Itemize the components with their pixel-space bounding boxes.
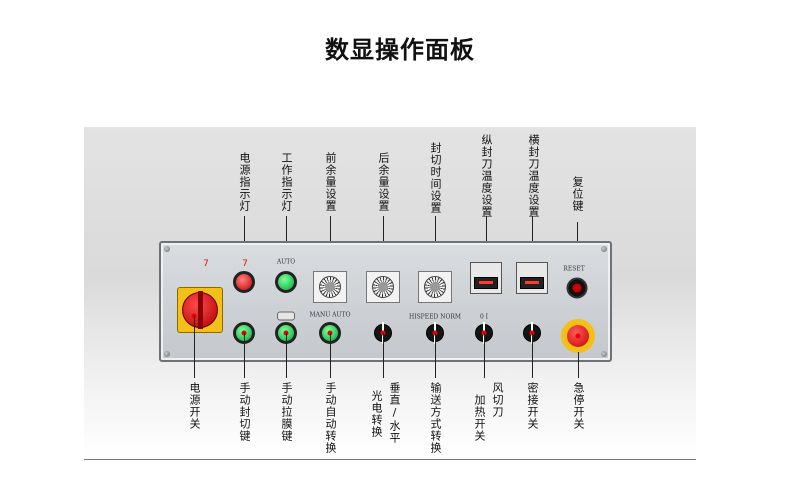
baseline-divider bbox=[84, 459, 696, 460]
panel-screw bbox=[601, 246, 607, 252]
leader-line bbox=[286, 333, 287, 378]
film-symbol bbox=[277, 311, 295, 321]
work-indicator-lamp bbox=[275, 271, 297, 293]
label-heat-switch-a: 加热开关 bbox=[473, 394, 486, 442]
label-conveyor-mode: 输送方式转换 bbox=[429, 382, 442, 454]
label-photo-switch-b: 垂直/水平 bbox=[388, 382, 401, 444]
panel-reset-text: RESET bbox=[563, 265, 585, 273]
panel-screw bbox=[601, 351, 607, 357]
label-heat-switch-b: 风切刀 bbox=[491, 382, 504, 418]
power-main-switch[interactable] bbox=[177, 287, 223, 333]
label-seal-switch: 密接开关 bbox=[526, 382, 539, 430]
label-horizontal-knife-temp: 横封刀温度设置 bbox=[527, 134, 540, 218]
leader-line bbox=[435, 333, 436, 378]
leader-line bbox=[244, 333, 245, 378]
panel-manu-auto-text: MANU AUTO bbox=[309, 311, 351, 319]
label-vertical-knife-temp: 纵封刀温度设置 bbox=[480, 134, 493, 218]
leader-line bbox=[484, 333, 485, 378]
page-title: 数显操作面板 bbox=[325, 36, 475, 64]
label-emergency-stop: 急停开关 bbox=[572, 382, 585, 430]
panel-zero-one-text: 0 I bbox=[479, 313, 489, 321]
power-indicator-lamp bbox=[233, 271, 255, 293]
label-photo-switch-a: 光电转换 bbox=[370, 390, 383, 438]
seal-time-timer[interactable] bbox=[418, 271, 452, 303]
leader-dot bbox=[575, 333, 581, 339]
leader-line bbox=[194, 316, 195, 378]
panel-auto-text: AUTO bbox=[276, 258, 296, 266]
label-manual-film: 手动拉膜键 bbox=[280, 382, 293, 442]
label-rear-margin: 后余量设置 bbox=[377, 152, 390, 212]
label-reset: 复位键 bbox=[571, 176, 584, 212]
leader-line bbox=[330, 333, 331, 378]
label-front-margin: 前余量设置 bbox=[324, 152, 337, 212]
front-margin-timer[interactable] bbox=[313, 271, 347, 303]
panel-mark: 7 bbox=[203, 259, 209, 269]
label-power-indicator: 电源指示灯 bbox=[238, 152, 251, 212]
panel-hispeed-norm-text: HISPEED NORM bbox=[408, 313, 462, 321]
label-power-switch: 电源开关 bbox=[188, 382, 201, 430]
leader-line bbox=[578, 352, 579, 378]
reset-button[interactable] bbox=[566, 277, 588, 299]
vertical-knife-temp-controller[interactable] bbox=[470, 262, 502, 294]
rear-margin-timer[interactable] bbox=[366, 271, 400, 303]
panel-screw bbox=[164, 351, 170, 357]
label-manual-auto: 手动自动转换 bbox=[324, 382, 337, 454]
leader-line bbox=[532, 333, 533, 378]
panel-screw bbox=[164, 246, 170, 252]
panel-mark: 7 bbox=[242, 259, 248, 269]
label-manual-seal: 手动封切键 bbox=[238, 382, 251, 442]
label-seal-time: 封切时间设置 bbox=[429, 142, 442, 214]
label-work-indicator: 工作指示灯 bbox=[280, 152, 293, 212]
leader-line bbox=[383, 333, 384, 378]
horizontal-knife-temp-controller[interactable] bbox=[516, 262, 548, 294]
